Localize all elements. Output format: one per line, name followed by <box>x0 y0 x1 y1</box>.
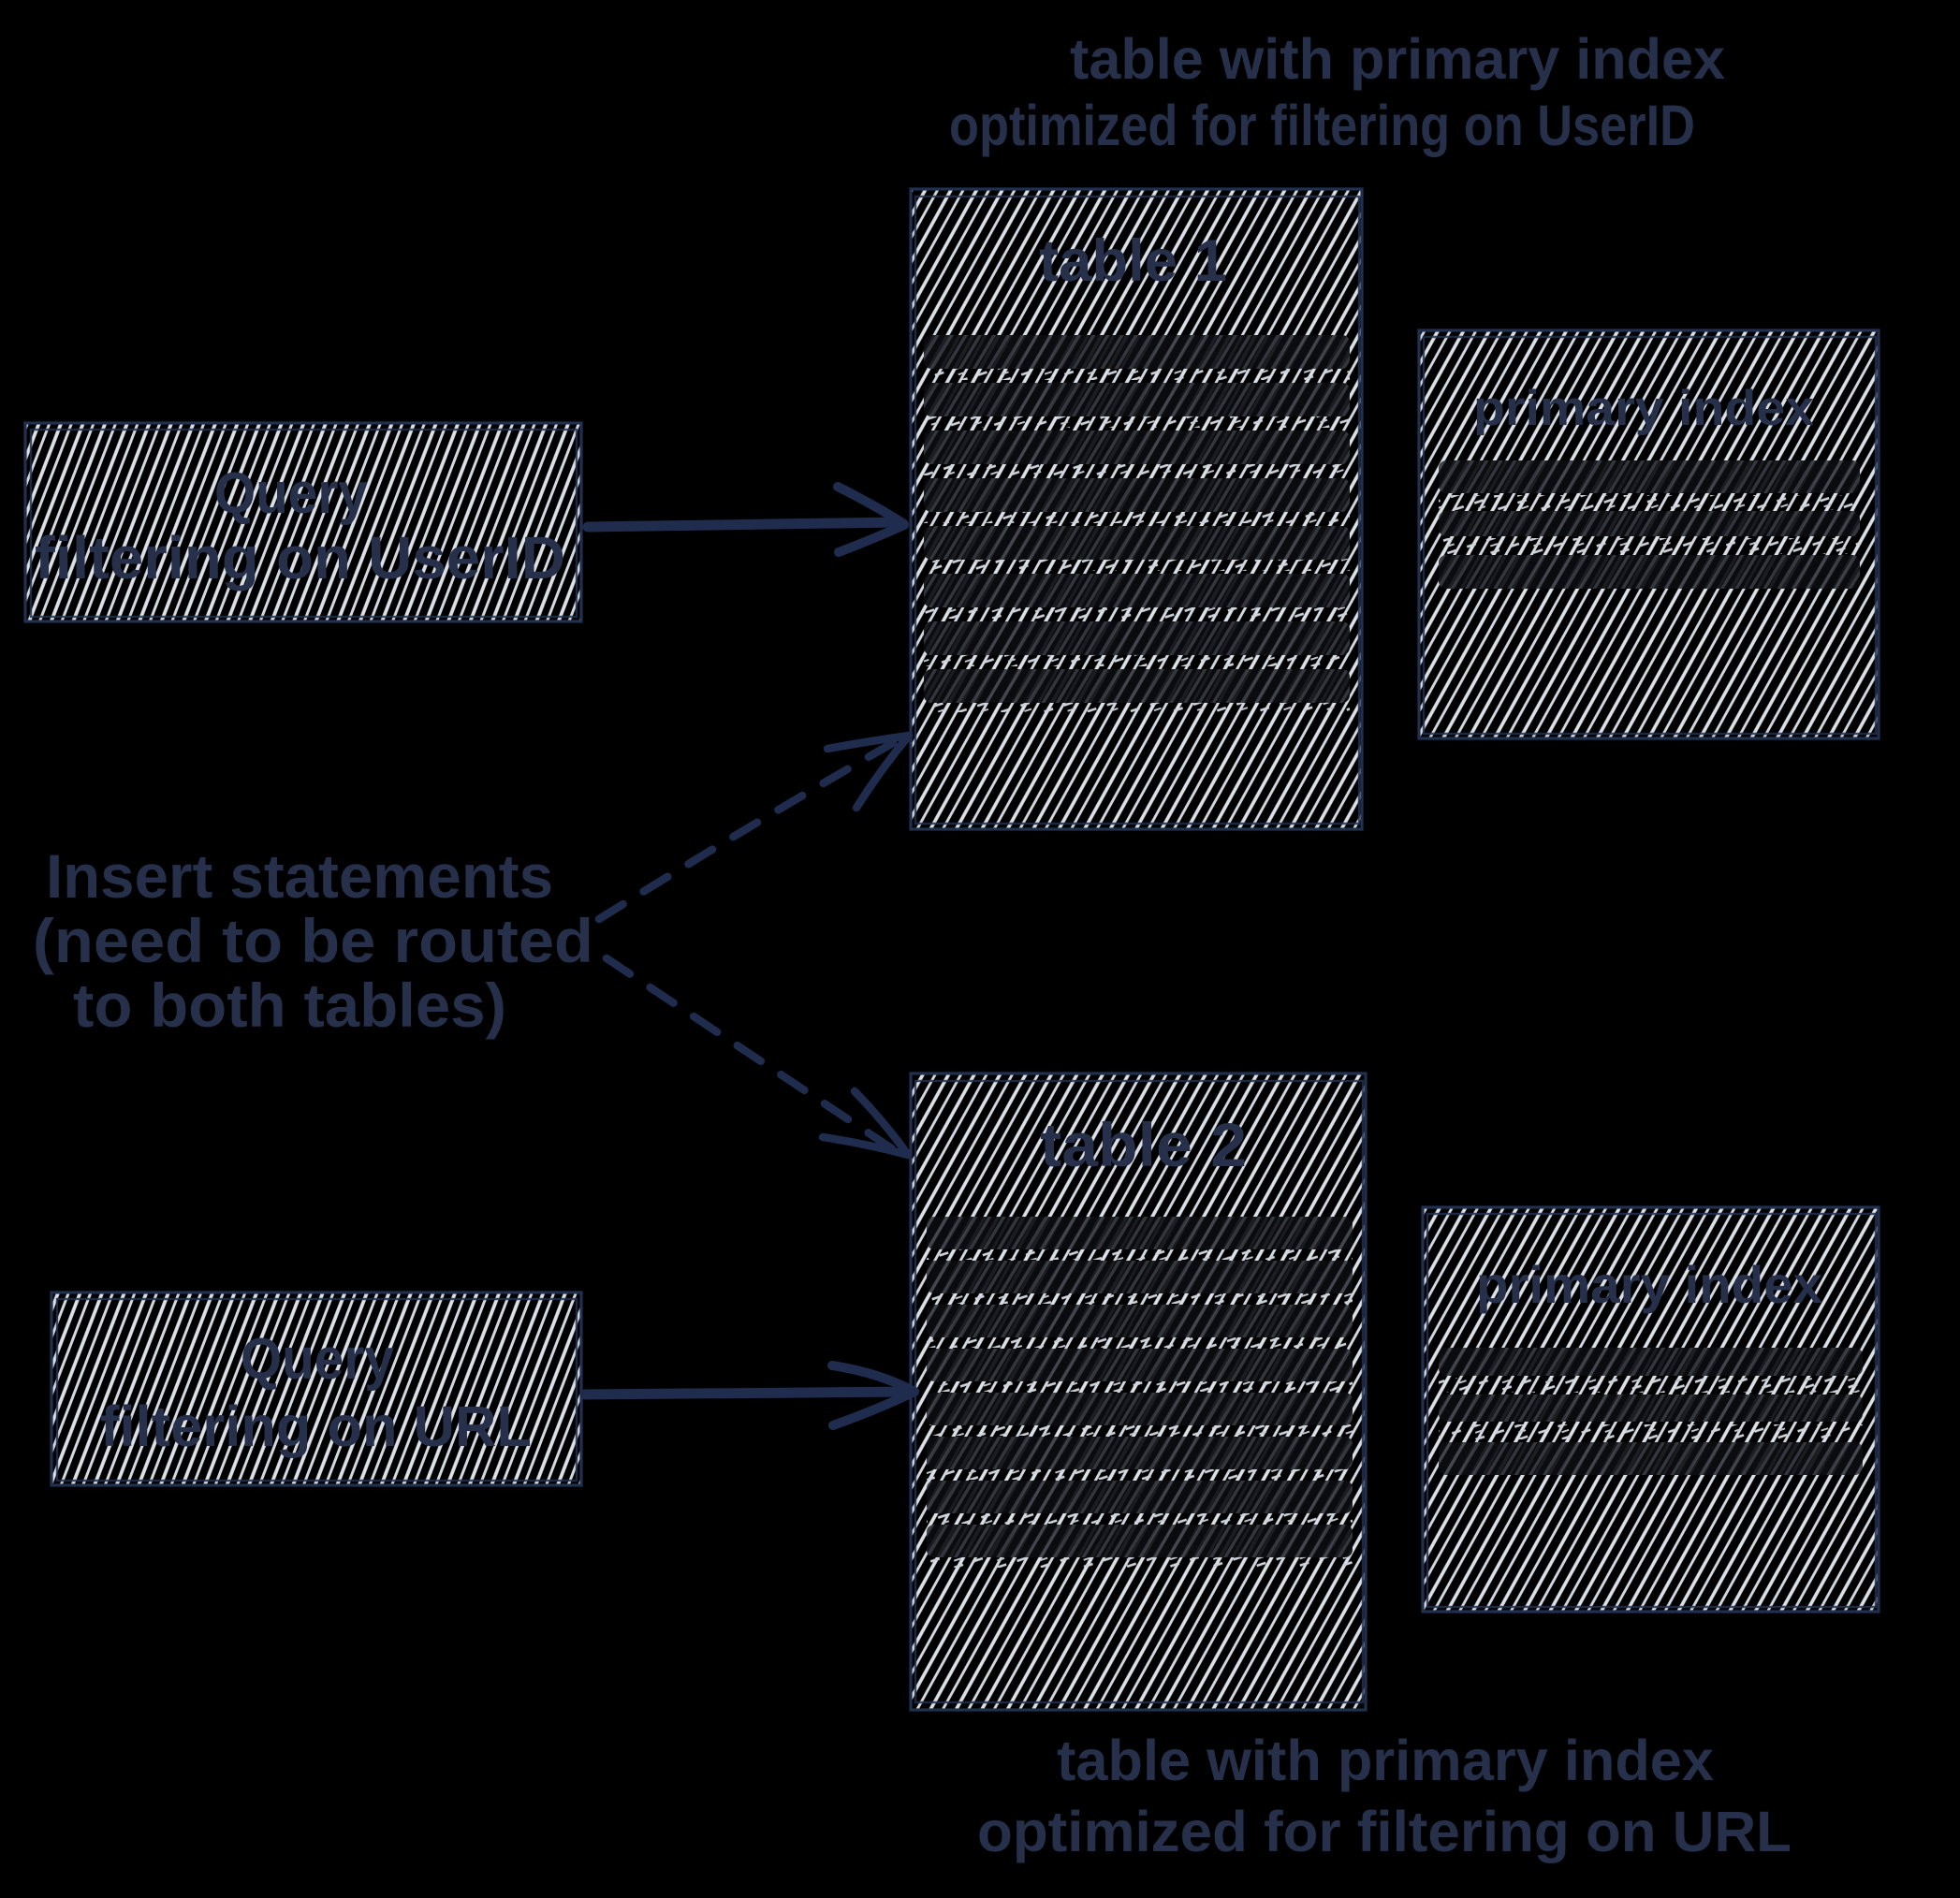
svg-text:table 1: table 1 <box>1039 228 1227 294</box>
svg-text:Query: Query <box>214 461 368 526</box>
svg-text:table 2: table 2 <box>1040 1110 1247 1179</box>
svg-text:optimized for filtering on URL: optimized for filtering on URL <box>977 1800 1792 1863</box>
svg-text:table with primary index: table with primary index <box>1057 1729 1714 1792</box>
svg-text:filtering on URL: filtering on URL <box>100 1394 532 1458</box>
svg-text:(need to be routed: (need to be routed <box>33 906 593 975</box>
svg-text:Insert statements: Insert statements <box>46 841 553 911</box>
svg-text:primary index: primary index <box>1476 1255 1822 1314</box>
svg-text:primary index: primary index <box>1473 381 1815 436</box>
svg-text:to both tables): to both tables) <box>73 971 506 1040</box>
svg-text:filtering on UserID: filtering on UserID <box>35 524 565 591</box>
svg-text:Query: Query <box>241 1327 394 1392</box>
svg-text:optimized for filtering on Use: optimized for filtering on UserID <box>949 94 1695 157</box>
svg-text:table with primary index: table with primary index <box>1070 27 1725 91</box>
